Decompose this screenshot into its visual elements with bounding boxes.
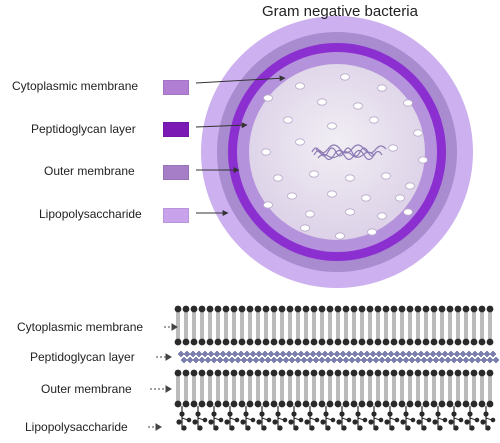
strip-label-lps: Lipopolysaccharide: [25, 420, 128, 434]
strip-label-peptidoglycan: Peptidoglycan layer: [30, 350, 135, 364]
cytoplasm: [249, 64, 425, 240]
arrow-cytoplasmic: [195, 75, 286, 84]
outer-membrane-strip: [174, 369, 494, 408]
legend-label-cytoplasmic: Cytoplasmic membrane: [12, 79, 139, 93]
ribosome-dot: [381, 172, 391, 180]
ribosome-dot: [403, 208, 413, 216]
diagram-title: Gram negative bacteria: [262, 3, 418, 20]
ribosome-dot: [283, 116, 293, 124]
strip-label-outer: Outer membrane: [41, 382, 132, 396]
pointer-peptidoglycan-head: [165, 353, 172, 361]
membrane-strips: [174, 305, 500, 431]
legend-label-outer-membrane: Outer membrane: [44, 164, 135, 178]
ribosome-dot: [295, 138, 305, 146]
ribosome-dot: [361, 194, 371, 202]
ribosome-dot: [263, 201, 273, 209]
ribosome-dot: [273, 174, 283, 182]
legend-swatch-cytoplasmic: [163, 80, 189, 95]
arrow-peptidoglycan: [195, 122, 248, 129]
pointer-outer-head: [165, 385, 172, 393]
strip-pointers: [148, 323, 178, 431]
ribosome-dot: [413, 129, 423, 137]
ribosome-dot: [367, 228, 377, 236]
legend-label-lipopolysaccharide: Lipopolysaccharide: [39, 207, 142, 221]
pointer-lps-head: [155, 423, 162, 431]
ribosome-dot: [405, 182, 415, 190]
ribosome-dots: [261, 73, 428, 240]
cell-cross-section: [201, 16, 473, 288]
ribosome-dot: [395, 194, 405, 202]
ribosome-dot: [345, 174, 355, 182]
legend-arrows: [195, 75, 286, 216]
ribosome-dot: [388, 144, 398, 152]
ribosome-dot: [418, 156, 428, 164]
ribosome-dot: [305, 210, 315, 218]
pointer-cytoplasmic-head: [171, 323, 178, 331]
strip-label-cytoplasmic: Cytoplasmic membrane: [17, 320, 144, 334]
ribosome-dot: [287, 192, 297, 200]
peptidoglycan-strip: [177, 350, 500, 364]
lipopolysaccharide-chains: [176, 406, 496, 431]
legend-swatch-outer-membrane: [163, 165, 189, 180]
ribosome-dot: [327, 122, 337, 130]
ribosome-dot: [345, 208, 355, 216]
nucleoid-dna: [311, 144, 387, 161]
legend-swatch-lipopolysaccharide: [163, 208, 189, 223]
ribosome-dot: [353, 102, 363, 110]
ribosome-dot: [403, 99, 413, 107]
ribosome-dot: [263, 94, 273, 102]
ribosome-dot: [377, 212, 387, 220]
ribosome-dot: [327, 190, 337, 198]
ribosome-dot: [340, 73, 350, 81]
ribosome-dot: [369, 116, 379, 124]
ribosome-dot: [335, 232, 345, 240]
ribosome-dot: [295, 82, 305, 90]
ribosome-dot: [300, 224, 310, 232]
legend-label-peptidoglycan: Peptidoglycan layer: [31, 122, 136, 136]
legend-swatch-peptidoglycan: [163, 122, 189, 137]
cytoplasmic-membrane-strip: [174, 305, 494, 346]
ribosome-dot: [309, 170, 319, 178]
ribosome-dot: [377, 84, 387, 92]
ribosome-dot: [317, 98, 327, 106]
ribosome-dot: [261, 148, 271, 156]
